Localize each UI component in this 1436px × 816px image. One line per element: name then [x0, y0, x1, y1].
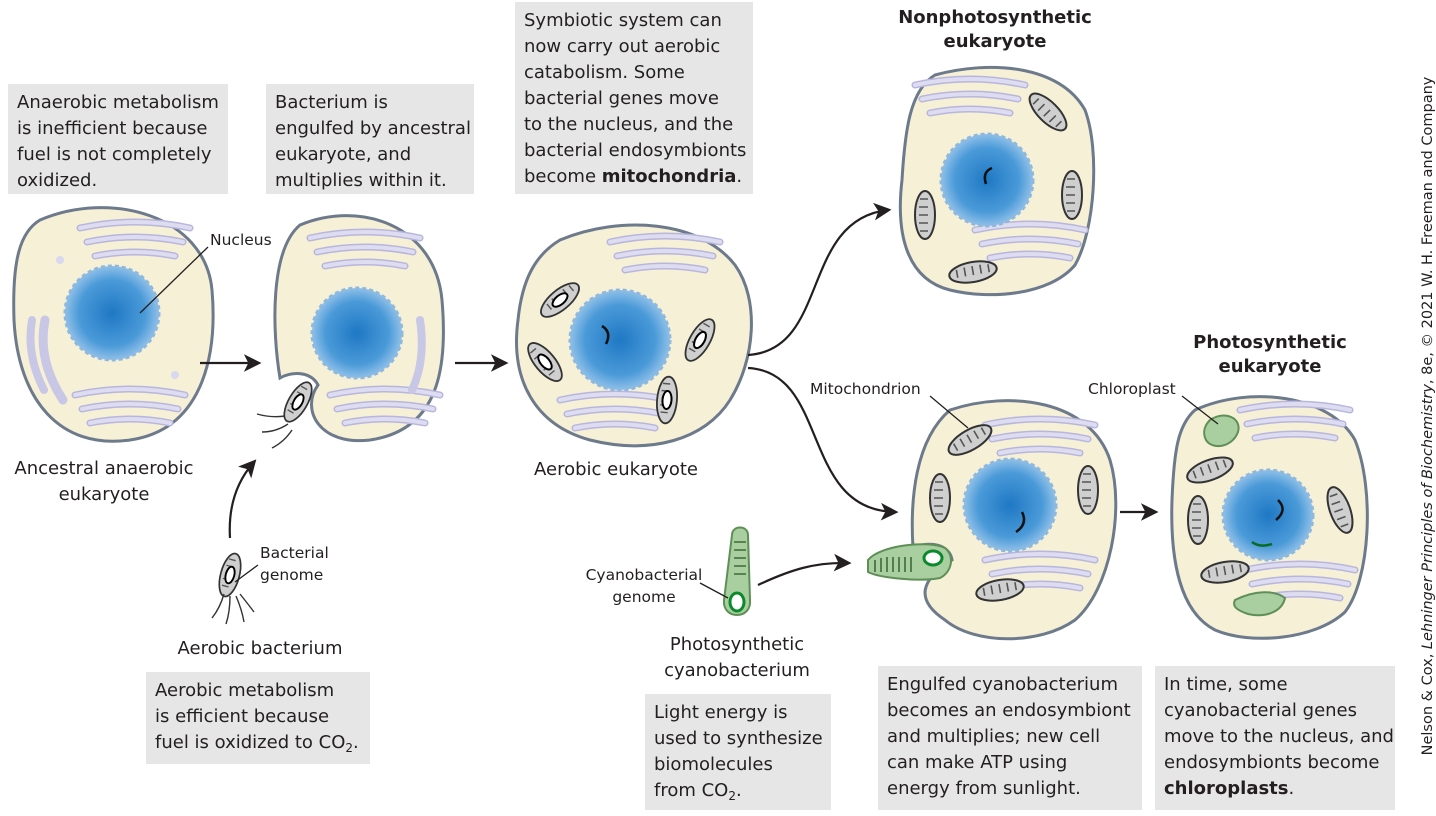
light-line-3: biomolecules [654, 754, 773, 775]
engulfed-line-4: multiplies within it. [275, 170, 447, 191]
light-line-4-sub: 2 [728, 789, 736, 803]
bacterial-genome-line-2: genome [260, 566, 324, 584]
ancestral-label-line-2: eukaryote [58, 484, 150, 505]
photo-euk-line-1: Photosynthetic [1193, 332, 1347, 353]
symbiotic-line-3: catabolism. Some [524, 62, 685, 83]
aerobic-eukaryote-label: Aerobic eukaryote [534, 459, 698, 480]
light-line-4-post: . [736, 780, 742, 801]
nonphotosynthetic-eukaryote-cell [898, 65, 1096, 297]
intime-line-2: cyanobacterial genes [1164, 700, 1357, 721]
bacterium-engulfed-box: Bacterium is engulfed by ancestral eukar… [266, 84, 474, 194]
aerobic-metabolism-box: Aerobic metabolism is efficient because … [146, 672, 370, 764]
aerobic-bacterium-label: Aerobic bacterium [177, 638, 343, 659]
aerobic-bacterium [211, 550, 255, 625]
symbiotic-line-4: bacterial genes move [524, 88, 719, 109]
anaerobic-line-4: oxidized. [17, 170, 98, 191]
aerobic-line-3-post: . [353, 732, 359, 753]
nonphoto-line-2: eukaryote [943, 31, 1047, 52]
ancestral-eukaryote-cell [12, 206, 215, 443]
symbiotic-system-box: Symbiotic system can now carry out aerob… [515, 2, 753, 194]
aerobic-eukaryote-cell [515, 223, 753, 448]
cyano-genome-line-2: genome [612, 588, 676, 606]
intime-line-4: endosymbionts become [1164, 752, 1380, 773]
credit-pre: Nelson & Cox, [1420, 649, 1436, 756]
symbiotic-line-7: become mitochondria. [524, 164, 745, 190]
free-cyanobacterium [722, 526, 752, 616]
engulfed-line-2: engulfed by ancestral [275, 118, 471, 139]
aerobic-line-2: is efficient because [155, 706, 330, 727]
aerobic-line-3: fuel is oxidized to CO2. [155, 730, 362, 756]
nucleus-label: Nucleus [210, 231, 272, 249]
arrow-to-cyano-cell [747, 366, 899, 521]
intime-line-3: move to the nucleus, and [1164, 726, 1394, 747]
engulfed-line-3: eukaryote, and [275, 144, 412, 165]
anaerobic-line-2: is inefficient because [17, 118, 208, 139]
cyano-engulfed-line-2: becomes an endosymbiont [887, 700, 1131, 721]
arrow-cyano-in [757, 553, 852, 586]
aerobic-line-3-sub: 2 [345, 741, 354, 755]
arrow-to-nonphoto [747, 202, 892, 357]
nonphoto-line-1: Nonphotosynthetic [898, 7, 1092, 28]
in-time-box: In time, some cyanobacterial genes move … [1155, 666, 1395, 810]
intime-line-1: In time, some [1164, 674, 1288, 695]
mitochondria-term: mitochondria [601, 166, 737, 187]
intime-line-5-post: . [1288, 778, 1295, 799]
credit-book-title: Lehninger Principles of Biochemistry [1420, 384, 1436, 650]
cyano-genome-line-1: Cyanobacterial [585, 566, 703, 584]
bacterial-genome-label: Bacterial genome [260, 542, 329, 586]
photosynthetic-eukaryote-cell [1170, 395, 1369, 640]
photo-cyano-line-1: Photosynthetic [669, 634, 805, 655]
credit-post: , 8e, © 2021 W. H. Freeman and Company [1420, 76, 1436, 385]
aerobic-line-1: Aerobic metabolism [155, 680, 335, 701]
intime-line-5: chloroplasts. [1164, 776, 1387, 802]
anaerobic-line-3: fuel is not completely [17, 144, 212, 165]
photo-cyano-line-2: cyanobacterium [664, 660, 810, 681]
engulfed-cyanobacterium-box: Engulfed cyanobacterium becomes an endos… [878, 666, 1142, 810]
cyano-engulfed-line-1: Engulfed cyanobacterium [887, 674, 1119, 695]
nonphotosynthetic-eukaryote-heading: Nonphotosynthetic eukaryote [880, 6, 1110, 54]
engulfing-eukaryote-cell [256, 214, 445, 449]
anaerobic-line-1: Anaerobic metabolism [17, 92, 219, 113]
photosynthetic-cyanobacterium-label: Photosynthetic cyanobacterium [640, 632, 834, 684]
arrows [200, 202, 1159, 586]
arrow-bacterium-up [228, 459, 257, 539]
leader-lines [139, 246, 1219, 599]
light-energy-box: Light energy is used to synthesize biomo… [645, 694, 831, 810]
copyright-credit: Nelson & Cox, Lehninger Principles of Bi… [1419, 16, 1436, 816]
aerobic-line-3-pre: fuel is oxidized to CO [155, 732, 346, 753]
engulfed-line-1: Bacterium is [275, 92, 388, 113]
chloroplasts-term: chloroplasts [1164, 778, 1289, 799]
light-line-4-pre: from CO [654, 780, 729, 801]
symbiotic-line-6: bacterial endosymbionts [524, 140, 747, 161]
chloroplast-label: Chloroplast [1088, 380, 1176, 398]
light-line-1: Light energy is [654, 702, 788, 723]
symbiotic-line-7-post: . [736, 166, 743, 187]
cyanobacterial-genome-label: Cyanobacterial genome [582, 564, 706, 608]
photosynthetic-eukaryote-heading: Photosynthetic eukaryote [1170, 331, 1370, 379]
ancestral-eukaryote-label: Ancestral anaerobic eukaryote [0, 456, 208, 508]
symbiotic-line-1: Symbiotic system can [524, 10, 722, 31]
light-line-2: used to synthesize [654, 728, 823, 749]
bacterial-genome-line-1: Bacterial [260, 544, 329, 562]
photo-euk-line-2: eukaryote [1218, 356, 1322, 377]
cyano-engulfing-cell [867, 399, 1118, 641]
cyano-engulfed-line-4: can make ATP using [887, 752, 1068, 773]
cyano-engulfed-line-3: and multiplies; new cell [887, 726, 1101, 747]
symbiotic-line-5: to the nucleus, and the [524, 114, 734, 135]
ancestral-label-line-1: Ancestral anaerobic [14, 458, 194, 479]
symbiotic-line-7-pre: become [524, 166, 602, 187]
anaerobic-metabolism-box: Anaerobic metabolism is inefficient beca… [8, 84, 228, 194]
mitochondrion-label: Mitochondrion [810, 380, 921, 398]
light-line-4: from CO2. [654, 778, 823, 804]
cyano-engulfed-line-5: energy from sunlight. [887, 778, 1081, 799]
symbiotic-line-2: now carry out aerobic [524, 36, 721, 57]
